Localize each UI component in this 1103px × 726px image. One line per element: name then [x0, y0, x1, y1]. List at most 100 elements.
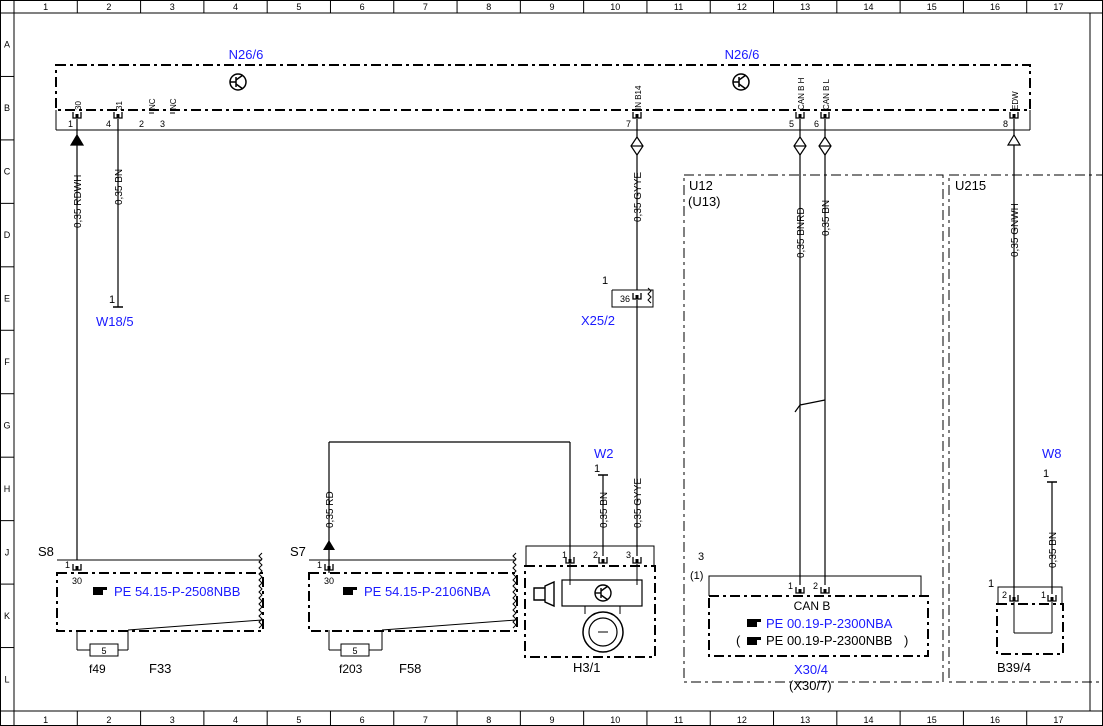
ground-w18-5: 1 W18/5: [96, 294, 134, 329]
connector-pin: 36: [620, 294, 630, 304]
column-label: 11: [674, 2, 683, 12]
wire-label: 0,35 BNRD: [796, 207, 807, 258]
column-label: 15: [927, 715, 937, 725]
reference-icon: [93, 587, 107, 595]
column-label: 1: [43, 2, 48, 12]
reference-link[interactable]: PE 54.15-P-2508NBB: [114, 584, 240, 599]
wire-label: 0,35 GNWH: [1010, 203, 1021, 257]
connector-label: X30/4: [794, 662, 828, 677]
switch-term: 30: [324, 576, 334, 586]
switch-label: S8: [38, 544, 54, 559]
column-label: 11: [674, 715, 683, 725]
reference-link[interactable]: PE 00.19-P-2300NBA: [766, 616, 893, 631]
column-label: 13: [800, 2, 810, 12]
row-label: K: [4, 611, 10, 621]
column-label: 6: [360, 2, 365, 12]
row-label: L: [4, 674, 9, 684]
region-label: U215: [955, 178, 986, 193]
wire-labels: 0,35 RDWH 0,35 BN 0,35 GYYE 0,35 BNRD 0,…: [73, 169, 1059, 568]
pin-number: 7: [626, 119, 631, 129]
horn-h3-1: 1 2 3 H3/1 1 W2: [524, 446, 656, 675]
column-label: 8: [486, 715, 491, 725]
connector-pin: (1): [690, 570, 703, 582]
column-label: 8: [486, 2, 491, 12]
pin-name-can-b-l: CAN B L: [822, 78, 831, 110]
fuse-box-label: F58: [399, 661, 421, 676]
row-label: F: [4, 357, 10, 367]
row-label: E: [4, 294, 10, 304]
region-u12: U12 (U13): [683, 174, 944, 683]
column-label: 4: [233, 2, 238, 12]
pin-name-in-b14: IN B14: [634, 85, 643, 110]
column-label: 1: [43, 715, 48, 725]
pin-number: 8: [1003, 119, 1008, 129]
n26-module: N26/6 N26/6 30 31 NC NC IN B14 CAN B H C…: [55, 47, 1031, 131]
wire-label: 0,35 GYYE: [633, 172, 644, 222]
pin-name-edw: EDW: [1011, 91, 1020, 110]
switch-term: 30: [72, 576, 82, 586]
transistor-icon: [594, 584, 612, 602]
column-label: 3: [170, 715, 175, 725]
pin-number: 6: [814, 119, 819, 129]
wire-set-upper: [69, 119, 1022, 598]
transistor-icon: [229, 73, 247, 91]
row-label: D: [4, 230, 11, 240]
column-label: 16: [990, 2, 1000, 12]
column-label: 17: [1053, 2, 1063, 12]
wire-label: 0,35 RD: [325, 491, 336, 528]
connector-label: X25/2: [581, 313, 615, 328]
motor-icon: [582, 611, 624, 653]
wire-label: 0,35 BN: [821, 200, 832, 236]
horn-pin: 1: [562, 550, 567, 560]
pin-name-31: 31: [115, 101, 124, 110]
column-label: 14: [863, 715, 873, 725]
switch-s7: S7 1 30 PE 54.15-P-2106NBA 5 f203 F58: [290, 441, 571, 676]
row-label: G: [3, 420, 10, 430]
row-label: J: [5, 547, 10, 557]
column-label: 7: [423, 715, 428, 725]
ground-label: W18/5: [96, 314, 134, 329]
pin-number: 3: [160, 119, 165, 129]
region-label-alt: (U13): [688, 194, 721, 209]
reference-link[interactable]: PE 54.15-P-2106NBA: [364, 584, 491, 599]
column-label: 9: [549, 2, 554, 12]
wire-label: 0,35 BN: [1048, 532, 1059, 568]
switch-label: S7: [290, 544, 306, 559]
row-label: H: [4, 484, 11, 494]
switch-s8: S8 1 30 PE 54.15-P-2508NBB 5 f49 F33: [38, 544, 264, 676]
reference-icon: [343, 587, 357, 595]
column-label: 5: [296, 715, 301, 725]
ground-label: W2: [594, 446, 614, 461]
column-label: 2: [106, 2, 111, 12]
wire-label: 0,35 BN: [114, 169, 125, 205]
pin-name-nc: NC: [169, 98, 178, 110]
bus-label: CAN B: [794, 599, 831, 613]
connector-pin: 1: [602, 275, 608, 287]
switch-pin: 1: [65, 560, 70, 570]
connector-x25-2: 1 36 X25/2: [581, 275, 654, 540]
region-label: U12: [689, 178, 713, 193]
paren-close: ): [904, 633, 908, 648]
column-label: 10: [610, 2, 620, 12]
column-label: 12: [737, 2, 747, 12]
column-label: 6: [360, 715, 365, 725]
column-label: 15: [927, 2, 937, 12]
ground-pin: 1: [109, 294, 115, 306]
column-label: 7: [423, 2, 428, 12]
horn-label: H3/1: [573, 660, 600, 675]
column-label: 14: [863, 2, 873, 12]
sensor-label: B39/4: [997, 660, 1031, 675]
wire-label: 0,35 GYYE: [633, 478, 644, 528]
reference-text: PE 00.19-P-2300NBB: [766, 633, 892, 648]
column-label: 13: [800, 715, 810, 725]
sensor-pin: 2: [1002, 590, 1007, 600]
ground-pin: 1: [594, 463, 600, 475]
fuse-label: f49: [89, 662, 106, 676]
connector-pin: 2: [813, 581, 818, 591]
ground-pin: 1: [1043, 468, 1049, 480]
pin-number: 5: [789, 119, 794, 129]
sensor-pin: 1: [988, 578, 994, 590]
